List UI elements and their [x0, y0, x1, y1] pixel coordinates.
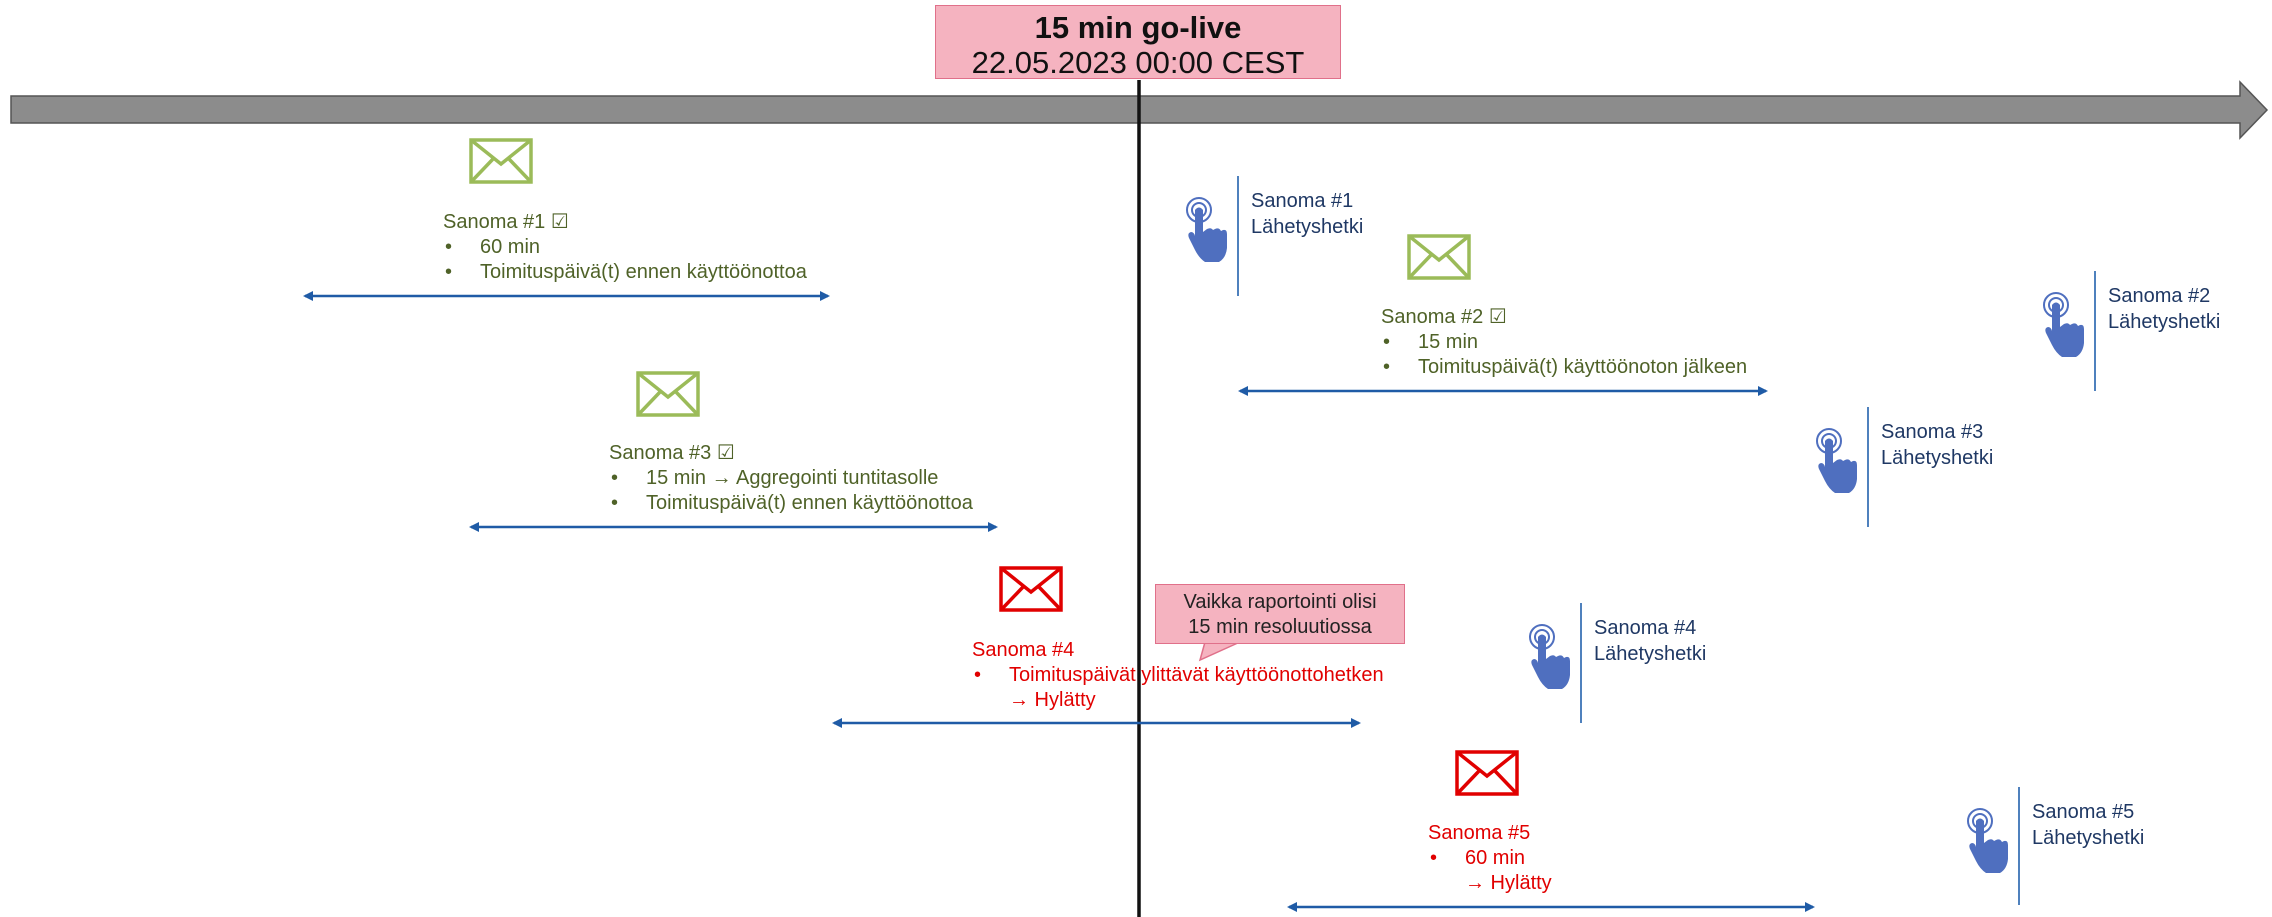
sending-moment-label: Lähetyshetki	[1594, 643, 1707, 665]
message-bullet: Toimituspäivä(t) käyttöönoton jälkeen	[1381, 355, 1747, 380]
message-bullet: Toimituspäivä(t) ennen käyttöönottoa	[443, 260, 807, 285]
message-title: Sanoma #2 ☑	[1381, 306, 1507, 328]
sending-moment-title: Sanoma #2	[2108, 285, 2211, 307]
golive-title: 15 min go-live	[1034, 10, 1242, 45]
message-title: Sanoma #5	[1428, 822, 1531, 844]
sending-moment-title: Sanoma #1	[1251, 190, 1354, 212]
envelope-icon	[469, 138, 533, 184]
callout-line: 15 min resoluutiossa	[1188, 616, 1372, 638]
sending-moment-title: Sanoma #3	[1881, 421, 1984, 443]
sending-marker-line	[1237, 176, 1239, 296]
sending-marker-line	[1867, 407, 1869, 527]
sending-moment-title: Sanoma #4	[1594, 617, 1697, 639]
message-result: → Hylätty	[1009, 689, 1096, 711]
golive-datetime: 22.05.2023 00:00 CEST	[971, 45, 1305, 80]
pointing-hand-icon	[1186, 197, 1227, 262]
message-bullet: Toimituspäivät ylittävät käyttöönottohet…	[972, 663, 1384, 688]
message-bullet: 60 min	[1428, 846, 1552, 871]
message-3: Sanoma #3 ☑ 15 min → Aggregointi tuntita…	[609, 441, 973, 516]
message-title: Sanoma #3 ☑	[609, 442, 735, 464]
envelope-icon	[1455, 750, 1519, 796]
pointing-hand-icon	[1816, 428, 1857, 493]
message-1: Sanoma #1 ☑ 60 min Toimituspäivä(t) enne…	[443, 210, 807, 285]
pointing-hand-icon	[1529, 624, 1570, 689]
sending-moment-label: Lähetyshetki	[1881, 447, 1994, 469]
pointing-hand-icon	[1967, 808, 2008, 873]
message-bullet: 60 min	[443, 235, 807, 260]
message-4: Sanoma #4 Toimituspäivät ylittävät käytt…	[972, 638, 1384, 713]
sending-marker-line	[2018, 787, 2020, 905]
message-bullet: Toimituspäivä(t) ennen käyttöönottoa	[609, 491, 973, 516]
message-title: Sanoma #1 ☑	[443, 211, 569, 233]
callout-note: Vaikka raportointi olisi 15 min resoluut…	[1155, 584, 1405, 644]
message-title: Sanoma #4	[972, 639, 1075, 661]
sending-moment-label: Lähetyshetki	[2108, 311, 2221, 333]
message-5: Sanoma #5 60 min → Hylätty	[1428, 821, 1552, 896]
callout-line: Vaikka raportointi olisi	[1183, 591, 1377, 613]
pointing-hand-icon	[2043, 292, 2084, 357]
sending-marker-line	[1580, 603, 1582, 723]
message-bullet: 15 min → Aggregointi tuntitasolle	[609, 466, 973, 491]
message-bullet: 15 min	[1381, 330, 1747, 355]
envelope-icon	[999, 566, 1063, 612]
sending-moment-title: Sanoma #5	[2032, 801, 2135, 823]
envelope-icon	[636, 371, 700, 417]
golive-box: 15 min go-live 22.05.2023 00:00 CEST	[935, 5, 1341, 80]
message-result: → Hylätty	[1465, 872, 1552, 894]
message-2: Sanoma #2 ☑ 15 min Toimituspäivä(t) käyt…	[1381, 305, 1747, 380]
envelope-icon	[1407, 234, 1471, 280]
sending-moment-label: Lähetyshetki	[2032, 827, 2145, 849]
sending-moment-label: Lähetyshetki	[1251, 216, 1364, 238]
sending-marker-line	[2094, 271, 2096, 391]
